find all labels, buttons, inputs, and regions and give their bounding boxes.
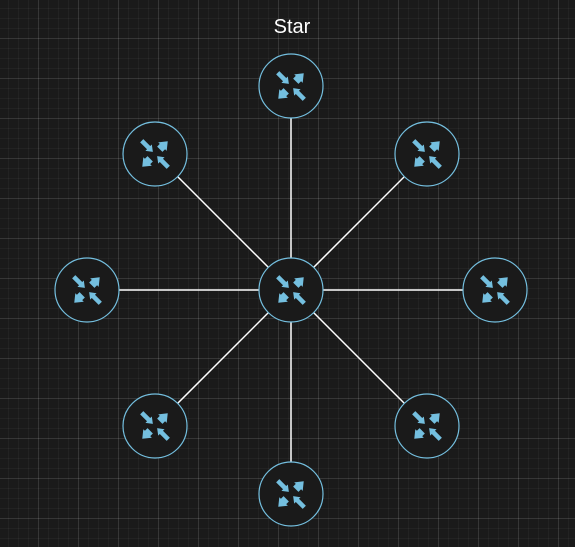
router-node-top[interactable]: [258, 53, 324, 119]
router-node-top-left[interactable]: [122, 121, 188, 187]
router-node-bottom[interactable]: [258, 461, 324, 527]
router-circle: [54, 257, 120, 323]
router-circle: [122, 121, 188, 187]
router-circle: [394, 121, 460, 187]
router-node-bottom-right[interactable]: [394, 393, 460, 459]
router-node-top-right[interactable]: [394, 121, 460, 187]
router-circle: [122, 393, 188, 459]
router-node-hub[interactable]: [258, 257, 324, 323]
router-node-right[interactable]: [462, 257, 528, 323]
router-circle: [394, 393, 460, 459]
router-node-left[interactable]: [54, 257, 120, 323]
router-circle: [462, 257, 528, 323]
diagram-title: Star: [273, 16, 311, 38]
router-circle: [258, 257, 324, 323]
routers-layer: [54, 53, 528, 527]
router-circle: [258, 461, 324, 527]
router-node-bottom-left[interactable]: [122, 393, 188, 459]
router-circle: [258, 53, 324, 119]
